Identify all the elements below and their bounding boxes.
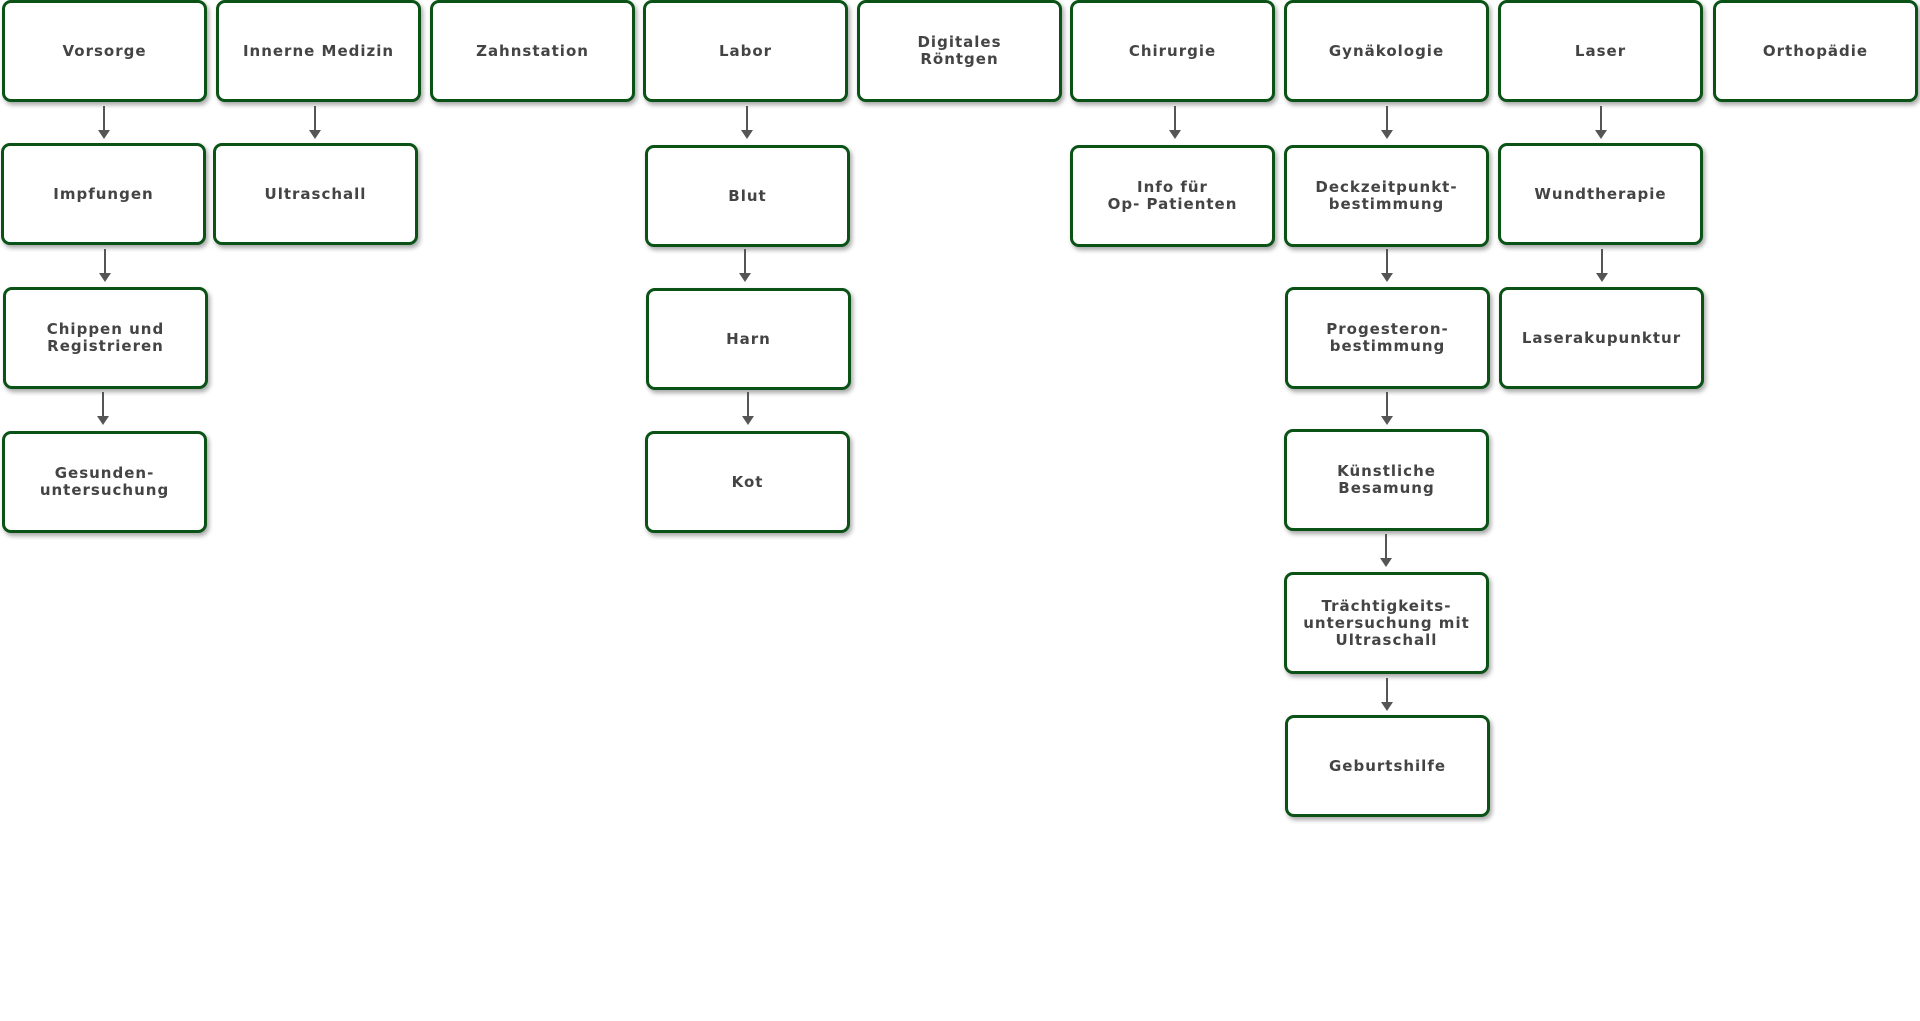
node-kuenstliche-besamung[interactable]: Künstliche Besamung bbox=[1284, 429, 1489, 531]
node-progesteronbestimmung[interactable]: Progesteron- bestimmung bbox=[1285, 287, 1490, 389]
node-info-op-patienten[interactable]: Info für Op- Patienten bbox=[1070, 145, 1275, 247]
node-label: Chirurgie bbox=[1128, 41, 1217, 60]
arrow-down-icon bbox=[1379, 534, 1393, 568]
node-label: Impfungen bbox=[53, 184, 154, 203]
node-label: Gynäkologie bbox=[1328, 41, 1445, 60]
arrow-down-icon bbox=[308, 106, 322, 140]
node-label: Deckzeitpunkt- bestimmung bbox=[1315, 178, 1458, 213]
arrow-down-icon bbox=[1380, 106, 1394, 140]
node-label: Ultraschall bbox=[264, 184, 367, 203]
arrow-down-icon bbox=[96, 392, 110, 426]
node-chippen-registrieren[interactable]: Chippen und Registrieren bbox=[3, 287, 208, 389]
node-label: Kot bbox=[731, 472, 764, 491]
arrow-down-icon bbox=[740, 106, 754, 140]
node-label: Innerne Medizin bbox=[242, 41, 395, 60]
arrow-down-icon bbox=[97, 106, 111, 140]
node-traechtigkeitsuntersuchung[interactable]: Trächtigkeits- untersuchung mit Ultrasch… bbox=[1284, 572, 1489, 674]
arrow-down-icon bbox=[1380, 249, 1394, 283]
node-label: Wundtherapie bbox=[1534, 184, 1667, 203]
node-label: Blut bbox=[728, 186, 767, 205]
node-label: Chippen und Registrieren bbox=[46, 320, 165, 355]
node-laserakupunktur[interactable]: Laserakupunktur bbox=[1499, 287, 1704, 389]
node-gynaekologie[interactable]: Gynäkologie bbox=[1284, 0, 1489, 102]
arrow-down-icon bbox=[1380, 678, 1394, 712]
node-innere-medizin[interactable]: Innerne Medizin bbox=[216, 0, 421, 102]
arrow-down-icon bbox=[1380, 392, 1394, 426]
node-impfungen[interactable]: Impfungen bbox=[1, 143, 206, 245]
node-chirurgie[interactable]: Chirurgie bbox=[1070, 0, 1275, 102]
arrow-down-icon bbox=[1594, 106, 1608, 140]
node-kot[interactable]: Kot bbox=[645, 431, 850, 533]
node-blut[interactable]: Blut bbox=[645, 145, 850, 247]
arrow-down-icon bbox=[1168, 106, 1182, 140]
node-wundtherapie[interactable]: Wundtherapie bbox=[1498, 143, 1703, 245]
node-label: Digitales Röntgen bbox=[917, 33, 1002, 68]
node-label: Zahnstation bbox=[476, 41, 589, 60]
node-label: Progesteron- bestimmung bbox=[1326, 320, 1449, 355]
arrow-down-icon bbox=[741, 392, 755, 426]
node-vorsorge[interactable]: Vorsorge bbox=[2, 0, 207, 102]
node-harn[interactable]: Harn bbox=[646, 288, 851, 390]
node-labor[interactable]: Labor bbox=[643, 0, 848, 102]
node-geburtshilfe[interactable]: Geburtshilfe bbox=[1285, 715, 1490, 817]
node-label: Info für Op- Patienten bbox=[1107, 178, 1238, 213]
node-label: Harn bbox=[726, 329, 771, 348]
node-label: Gesunden- untersuchung bbox=[39, 464, 170, 499]
arrow-down-icon bbox=[98, 249, 112, 283]
node-label: Vorsorge bbox=[62, 41, 147, 60]
node-orthopaedie[interactable]: Orthopädie bbox=[1713, 0, 1918, 102]
node-digitales-roentgen[interactable]: Digitales Röntgen bbox=[857, 0, 1062, 102]
node-label: Laserakupunktur bbox=[1521, 328, 1682, 347]
node-zahnstation[interactable]: Zahnstation bbox=[430, 0, 635, 102]
node-laser[interactable]: Laser bbox=[1498, 0, 1703, 102]
arrow-down-icon bbox=[1595, 249, 1609, 283]
node-label: Orthopädie bbox=[1762, 41, 1869, 60]
node-label: Geburtshilfe bbox=[1328, 756, 1447, 775]
node-deckzeitpunktbestimmung[interactable]: Deckzeitpunkt- bestimmung bbox=[1284, 145, 1489, 247]
node-gesundenuntersuchung[interactable]: Gesunden- untersuchung bbox=[2, 431, 207, 533]
node-label: Labor bbox=[718, 41, 773, 60]
node-ultraschall[interactable]: Ultraschall bbox=[213, 143, 418, 245]
arrow-down-icon bbox=[738, 249, 752, 283]
node-label: Künstliche Besamung bbox=[1337, 462, 1436, 497]
node-label: Laser bbox=[1574, 41, 1627, 60]
node-label: Trächtigkeits- untersuchung mit Ultrasch… bbox=[1303, 596, 1470, 649]
